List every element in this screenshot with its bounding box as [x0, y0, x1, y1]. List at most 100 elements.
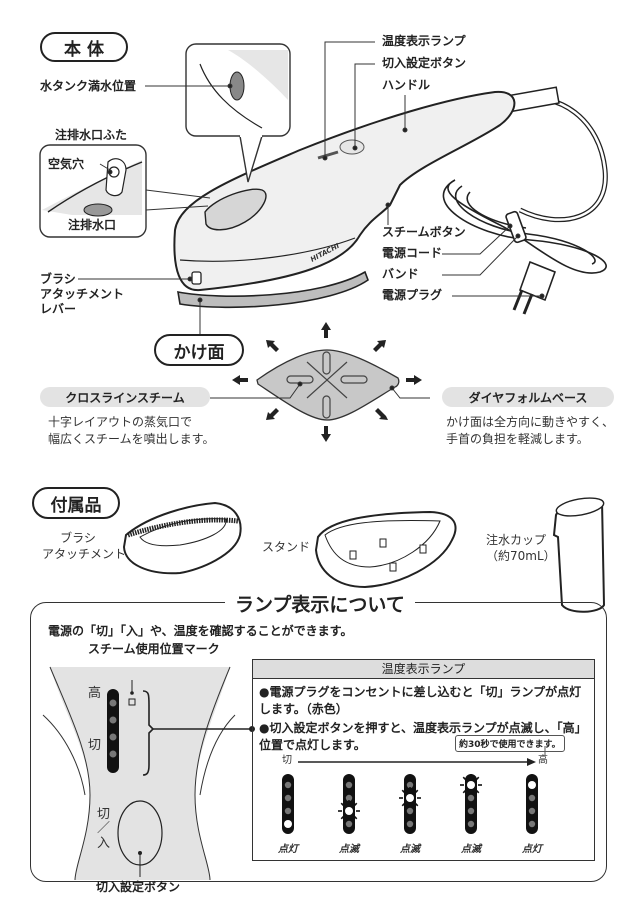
lamp-strip: [282, 774, 294, 834]
progress-arrow-head: [527, 758, 536, 766]
blink-ray: [353, 802, 358, 807]
label-brush-lever-line1: ブラシ: [40, 272, 76, 286]
lamp-section-subtitle: 電源の「切」「入」や、温度を確認することができます。: [48, 624, 353, 638]
button-onoff-on: 入: [97, 835, 111, 851]
lamp-dot: [528, 807, 536, 815]
label-temp-lamp: 温度表示ランプ: [382, 34, 466, 48]
blink-ray: [475, 776, 480, 781]
lamp-dot: [345, 794, 353, 802]
lamp-state-label: 点灯: [278, 844, 298, 855]
lamp-dot-lit: [528, 781, 536, 789]
accessory-cup-label-line1: 注水カップ: [486, 533, 547, 547]
lamp-dot-lit: [406, 794, 414, 802]
label-inlet: 注排水口: [68, 218, 117, 232]
accessory-stand-label: スタンド: [262, 540, 311, 554]
lamp-dot: [406, 781, 414, 789]
progress-from-label: 切: [282, 755, 292, 766]
button-onoff-off: 切: [97, 807, 111, 822]
ready-time-callout: 約30秒で使用できます。: [455, 735, 565, 752]
lamp-high-label: 高: [88, 686, 102, 701]
label-power-cord: 電源コード: [382, 246, 443, 260]
lamp-dot-lit: [467, 781, 475, 789]
button-onoff-slash: ／: [97, 821, 111, 837]
blink-ray: [401, 802, 406, 807]
water-cup-image: [552, 497, 606, 613]
lamp-strip: [526, 774, 538, 834]
direction-arrows: [232, 322, 422, 442]
lamp-dot: [467, 807, 475, 815]
lamp-state-label: 点滅: [461, 844, 481, 855]
accessories-section-title: 付属品: [32, 487, 120, 519]
feature-crossline-title: クロスラインスチーム: [40, 387, 210, 407]
label-water-tank-full: 水タンク満水位置: [40, 79, 137, 93]
lamp-dot: [528, 794, 536, 802]
lamp-dot: [284, 807, 292, 815]
lamp-dot-lit: [345, 807, 353, 815]
temp-lamp-bullet-1: ●電源プラグをコンセントに差し込むと「切」ランプが点灯します。（赤色）: [259, 685, 582, 717]
surface-section-title: かけ面: [154, 334, 244, 366]
lamp-dot-lit: [284, 820, 292, 828]
label-power-plug: 電源プラグ: [382, 288, 443, 302]
brush-attachment-image: [122, 501, 242, 575]
lamp-dot: [467, 794, 475, 802]
base-plate-diagram: [210, 322, 430, 442]
label-brush-lever-line2: アタッチメント: [40, 287, 125, 301]
lamp-dot: [406, 820, 414, 828]
blink-ray: [353, 815, 358, 820]
feature-crossline-desc: 十字レイアウトの蒸気口で 幅広くスチームを噴出します。: [48, 414, 214, 449]
lamp-strip: [107, 689, 119, 773]
lamp-dot: [406, 807, 414, 815]
handle-closeup: [42, 666, 255, 881]
lamp-state-4: [460, 774, 482, 834]
lamp-state-label: 点灯: [522, 844, 542, 855]
blink-ray: [462, 776, 467, 781]
lamp-dot: [467, 820, 475, 828]
lamp-dot: [345, 820, 353, 828]
label-band: バンド: [382, 267, 419, 281]
accessory-brush-label: ブラシ アタッチメント: [42, 531, 127, 562]
accessory-cup-label: 注水カップ （約70mL）: [486, 533, 556, 564]
stand-image: [314, 510, 457, 589]
label-power-button: 切入設定ボタン: [382, 56, 467, 70]
body-section-title: 本 体: [40, 32, 128, 62]
steam-mark-label: スチーム使用位置マーク: [88, 642, 220, 656]
blink-ray: [401, 789, 406, 794]
lamp-state-2: [338, 774, 360, 834]
label-brush-lever: ブラシ アタッチメント レバー: [40, 272, 124, 317]
feature-diaphragm-title: ダイヤフォルムベース: [442, 387, 614, 407]
blink-ray: [414, 789, 419, 794]
lamp-state-label: 点滅: [339, 844, 359, 855]
label-handle: ハンドル: [382, 78, 431, 92]
blink-ray: [340, 815, 345, 820]
lamp-strip: [404, 774, 416, 834]
temp-lamp-bullet-2: ●切入設定ボタンを押すと、温度表示ランプが点滅し、「高」位置で点灯します。: [259, 721, 587, 753]
button-onoff-label: 切 ／ 入: [97, 807, 111, 851]
lamp-dot: [528, 820, 536, 828]
blink-ray: [462, 789, 467, 794]
label-steam-button: スチームボタン: [382, 225, 466, 239]
accessory-brush-label-line2: アタッチメント: [42, 546, 127, 561]
temp-lamp-table-title: 温度表示ランプ: [253, 660, 594, 679]
accessories-illustration: [122, 497, 606, 613]
blink-ray: [475, 789, 480, 794]
feature-diaphragm-desc: かけ面は全方向に動きやすく、 手首の負担を軽減します。: [446, 414, 614, 449]
lamp-dot: [345, 781, 353, 789]
lamp-state-1: [282, 774, 294, 834]
lamp-off-label: 切: [88, 738, 102, 753]
lamp-dot: [284, 794, 292, 802]
accessory-cup-label-line2: （約70mL）: [486, 548, 556, 563]
feature-crossline-desc-line1: 十字レイアウトの蒸気口で: [48, 415, 193, 429]
power-button-label: 切入設定ボタン: [96, 880, 181, 894]
blink-ray: [414, 802, 419, 807]
lamp-section-title: ランプ表示について: [225, 590, 415, 617]
lamp-state-3: [399, 774, 421, 834]
steamer-illustration: HITACHI: [39, 41, 608, 340]
temp-lamp-table: 温度表示ランプ ●電源プラグをコンセントに差し込むと「切」ランプが点灯します。（…: [252, 659, 595, 861]
lamp-state-5: [526, 774, 538, 834]
lamp-strip: [465, 774, 477, 834]
label-brush-lever-line3: レバー: [40, 302, 77, 316]
lamp-state-label: 点滅: [400, 844, 420, 855]
accessory-brush-label-line1: ブラシ: [60, 531, 96, 545]
blink-ray: [340, 802, 345, 807]
feature-diaphragm-desc-line1: かけ面は全方向に動きやすく、: [446, 415, 615, 429]
